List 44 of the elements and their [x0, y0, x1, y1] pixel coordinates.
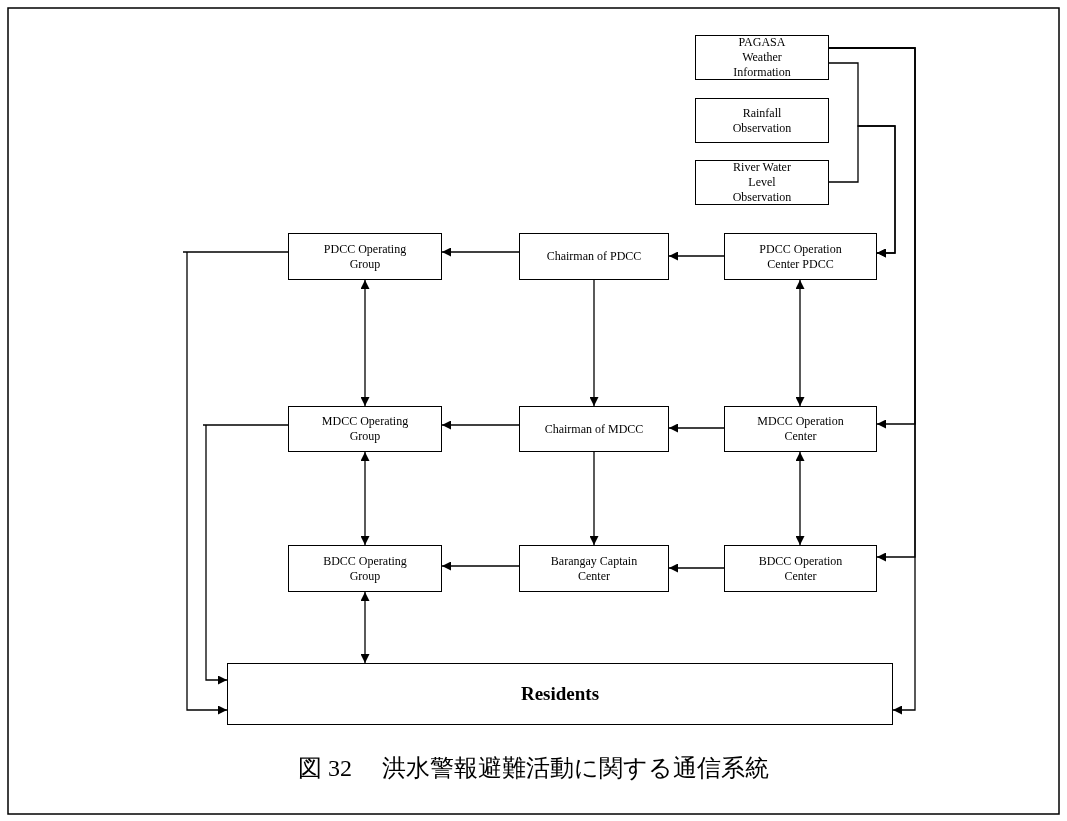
arrow	[668, 423, 725, 433]
arrow	[360, 591, 370, 664]
arrow	[828, 125, 896, 258]
arrow	[360, 451, 370, 546]
process-box	[227, 663, 893, 725]
arrow	[441, 420, 520, 430]
process-box	[724, 406, 877, 452]
process-box	[695, 35, 829, 80]
figure-caption: 図 32 洪水警報避難活動に関する通信系統	[297, 754, 770, 783]
arrow	[668, 563, 725, 573]
arrow	[202, 424, 289, 685]
process-box	[724, 233, 877, 280]
node-label: Residents	[520, 682, 600, 706]
node-label: MDCC Operating Group	[320, 414, 410, 444]
node-label: Barangay Captain Center	[549, 553, 639, 584]
node-label: BDCC Operation Center	[757, 553, 844, 584]
node-label: PDCC Operation Center PDCC	[758, 241, 843, 272]
process-box	[519, 545, 669, 592]
arrow	[828, 47, 916, 715]
arrow	[182, 251, 289, 715]
node-label: River Water Level Observation	[731, 160, 793, 205]
process-box	[288, 406, 442, 452]
arrow	[360, 279, 370, 407]
node-label: Chairman of PDCC	[546, 249, 642, 264]
arrow	[589, 451, 599, 546]
node-label: Rainfall Observation	[731, 105, 793, 136]
node-label: Chairman of MDCC	[544, 421, 644, 437]
process-box	[695, 160, 829, 205]
node-label: MDCC Operation Center	[756, 414, 845, 444]
process-box	[695, 98, 829, 143]
arrow	[589, 279, 599, 407]
node-label: PAGASA Weather Information	[732, 35, 792, 80]
arrow	[795, 451, 805, 546]
process-box	[288, 233, 442, 280]
arrow	[441, 561, 520, 571]
process-box	[288, 545, 442, 592]
process-box	[724, 545, 877, 592]
process-box	[519, 406, 669, 452]
node-label: BDCC Operating Group	[322, 553, 408, 584]
arrow	[441, 247, 520, 257]
arrow	[795, 279, 805, 407]
arrow	[668, 251, 725, 261]
node-label: PDCC Operating Group	[322, 241, 408, 272]
process-box	[519, 233, 669, 280]
